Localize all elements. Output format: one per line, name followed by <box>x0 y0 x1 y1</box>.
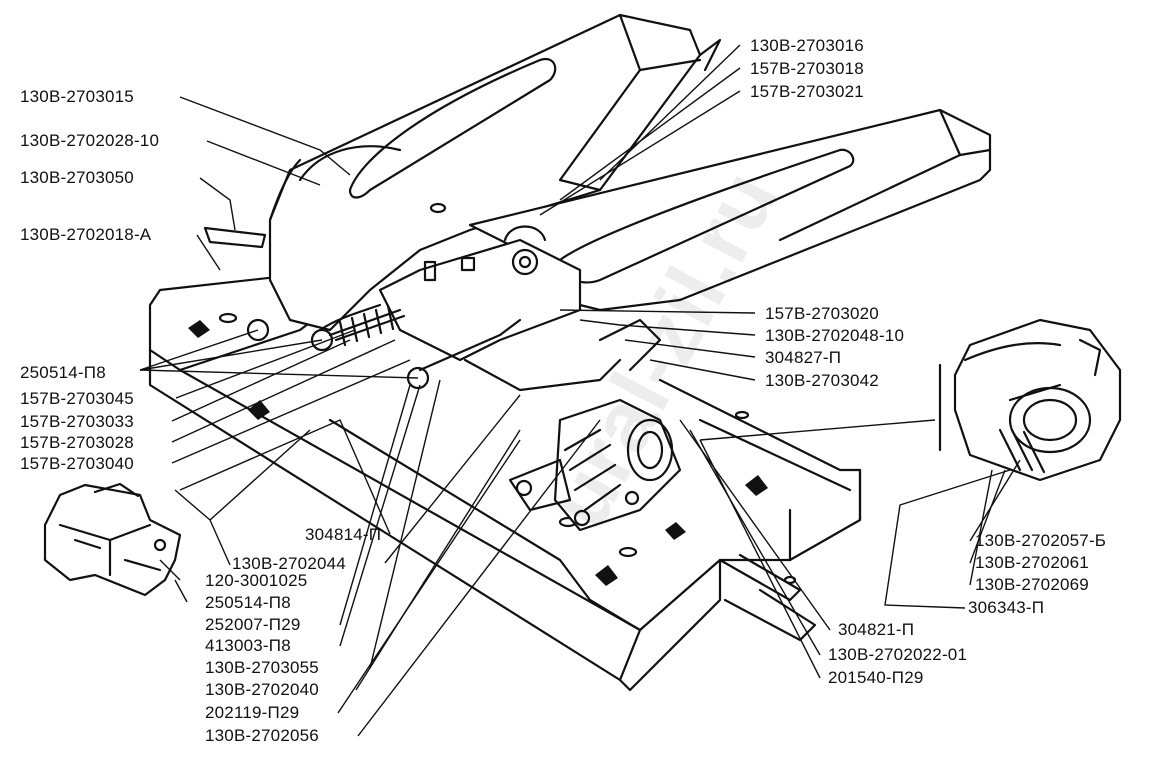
callout-252007-P29: 252007-П29 <box>205 615 301 634</box>
pivot-bracket <box>508 398 682 532</box>
callout-130B-2702018-A: 130В-2702018-А <box>20 225 152 244</box>
callout-304827-P: 304827-П <box>765 348 842 367</box>
base-frame <box>148 268 862 692</box>
callout-304821-P: 304821-П <box>838 620 915 639</box>
callout-130B-2702048-10: 130В-2702048-10 <box>765 326 905 345</box>
base-diamonds <box>188 320 768 586</box>
inset-jaw <box>43 482 182 597</box>
callout-157B-2703033: 157В-2703033 <box>20 412 134 431</box>
callout-413003-P8: 413003-П8 <box>205 636 291 655</box>
callout-130B-2702061: 130В-2702061 <box>975 553 1089 572</box>
callout-130B-2703016: 130В-2703016 <box>750 36 864 55</box>
callout-157B-2703018: 157В-2703018 <box>750 59 864 78</box>
callout-157B-2703020: 157В-2703020 <box>765 304 879 323</box>
callout-130B-2703015: 130В-2703015 <box>20 87 134 106</box>
callout-130B-2702057-B: 130В-2702057-Б <box>975 531 1107 550</box>
callout-130B-2703050: 130В-2703050 <box>20 168 134 187</box>
callout-130B-2703055: 130В-2703055 <box>205 658 319 677</box>
callout-306343-P: 306343-П <box>968 598 1045 617</box>
callout-157B-2703040: 157В-2703040 <box>20 454 134 473</box>
callout-130B-2702044: 130В-2702044 <box>232 554 346 573</box>
callout-202119-P29: 202119-П29 <box>205 703 300 722</box>
callout-120-3001025: 120-3001025 <box>205 571 308 590</box>
callout-130B-2702040: 130В-2702040 <box>205 680 319 699</box>
callout-201540-P29: 201540-П29 <box>828 668 924 687</box>
callout-157B-2703021: 157В-2703021 <box>750 82 864 101</box>
callout-130B-2702069: 130В-2702069 <box>975 575 1089 594</box>
callout-157B-2703028: 157В-2703028 <box>20 433 134 452</box>
callout-250514-P8-a: 250514-П8 <box>20 363 106 382</box>
callout-250514-P8-b: 250514-П8 <box>205 593 291 612</box>
inset-sleeve <box>953 318 1122 482</box>
callout-130B-2702028-10: 130В-2702028-10 <box>20 131 160 150</box>
lock-mechanism <box>203 225 662 392</box>
leader-lines <box>139 44 1021 737</box>
callout-157B-2703045: 157В-2703045 <box>20 389 134 408</box>
callout-130B-2702022-01: 130В-2702022-01 <box>828 645 968 664</box>
base-holes <box>218 312 797 585</box>
callout-130B-2702056: 130В-2702056 <box>205 726 319 745</box>
callout-304814-P: 304814-П <box>305 525 382 544</box>
callout-130B-2703042: 130В-2703042 <box>765 371 879 390</box>
